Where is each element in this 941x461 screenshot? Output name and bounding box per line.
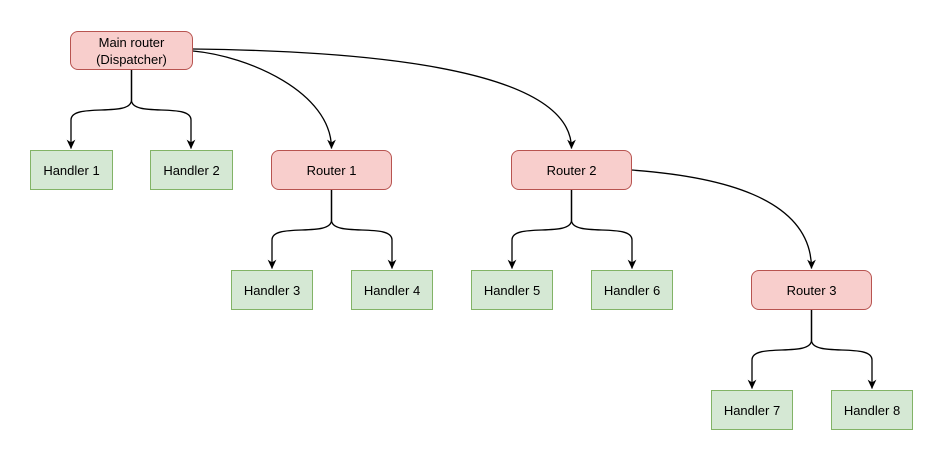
node-router-2-label: Router 2 <box>546 162 597 178</box>
node-router-2: Router 2 <box>511 150 632 190</box>
node-router-3-label: Router 3 <box>786 282 837 298</box>
node-main-router-label: Main router (Dispatcher) <box>96 34 167 67</box>
node-handler-3-label: Handler 3 <box>243 282 301 298</box>
edge-main-to-handler-1 <box>66 70 133 150</box>
node-main-router: Main router (Dispatcher) <box>70 31 193 70</box>
node-handler-1-label: Handler 1 <box>43 162 100 178</box>
edge-router-1-to-handler-3 <box>267 190 333 270</box>
node-handler-6: Handler 6 <box>591 270 673 310</box>
edge-router-2-to-router-3 <box>630 169 816 270</box>
edge-router-3-to-handler-8 <box>810 310 877 390</box>
edge-main-to-router-2 <box>192 48 576 150</box>
node-handler-4-label: Handler 4 <box>363 282 421 298</box>
node-handler-5-label: Handler 5 <box>483 282 541 298</box>
node-handler-2: Handler 2 <box>150 150 233 190</box>
node-handler-3: Handler 3 <box>231 270 313 310</box>
node-handler-8-label: Handler 8 <box>843 402 901 418</box>
node-handler-5: Handler 5 <box>471 270 553 310</box>
edge-router-2-to-handler-5 <box>507 190 573 270</box>
node-router-3: Router 3 <box>751 270 872 310</box>
node-router-1: Router 1 <box>271 150 392 190</box>
edge-router-1-to-handler-4 <box>330 190 397 270</box>
node-handler-4: Handler 4 <box>351 270 433 310</box>
edge-router-3-to-handler-7 <box>747 310 813 390</box>
node-handler-7: Handler 7 <box>711 390 793 430</box>
node-handler-1: Handler 1 <box>30 150 113 190</box>
edge-router-2-to-handler-6 <box>570 190 637 270</box>
edge-main-to-router-1 <box>192 50 336 150</box>
node-handler-2-label: Handler 2 <box>163 162 220 178</box>
node-handler-6-label: Handler 6 <box>603 282 661 298</box>
node-handler-8: Handler 8 <box>831 390 913 430</box>
node-handler-7-label: Handler 7 <box>723 402 781 418</box>
node-router-1-label: Router 1 <box>306 162 357 178</box>
edge-main-to-handler-2 <box>130 70 196 150</box>
